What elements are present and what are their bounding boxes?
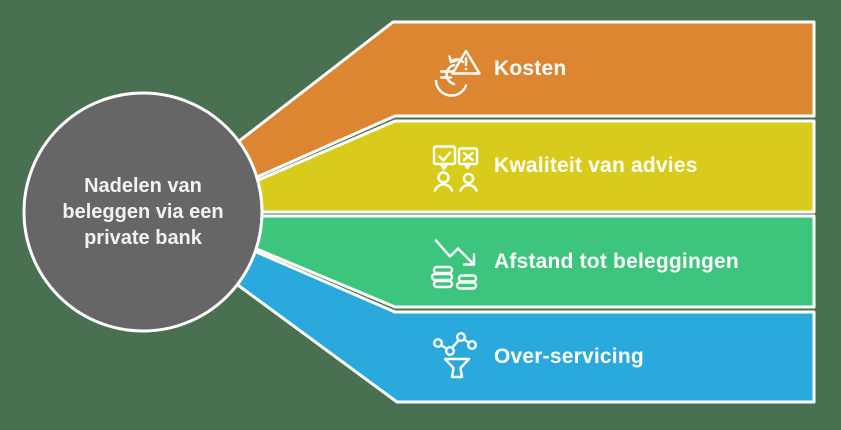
band-label-afstand-tot-beleggingen: Afstand tot beleggingen <box>494 250 739 273</box>
center-node-label: Nadelen van beleggen via een private ban… <box>62 175 224 249</box>
center-circle <box>22 91 264 333</box>
band-label-kwaliteit-van-advies: Kwaliteit van advies <box>494 154 698 177</box>
network-funnel-icon <box>429 330 485 386</box>
band-label-over-servicing: Over-servicing <box>494 345 644 368</box>
advice-check-cross-icon <box>429 140 485 196</box>
declining-coins-icon <box>429 234 485 290</box>
band-label-kosten: Kosten <box>494 57 567 80</box>
euro-warning-icon <box>429 43 485 99</box>
